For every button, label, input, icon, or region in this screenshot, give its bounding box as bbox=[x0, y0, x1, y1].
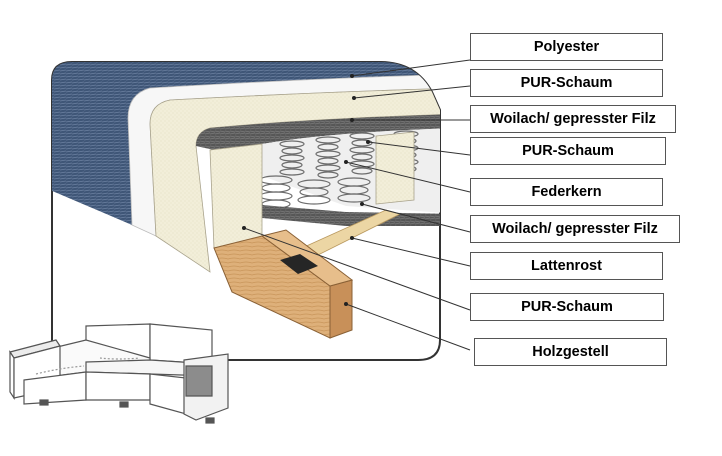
side-foam-block bbox=[375, 131, 415, 205]
lower-felt-layer bbox=[262, 205, 440, 226]
label-woilach-filz-top: Woilach/ gepresster Filz bbox=[470, 105, 676, 133]
leader-line-pur-schaum-side bbox=[367, 141, 471, 156]
label-pur-schaum-bottom: PUR-Schaum bbox=[470, 293, 664, 321]
label-pur-schaum-top: PUR-Schaum bbox=[470, 69, 663, 97]
leader-line-pur-schaum-bottom bbox=[243, 227, 471, 311]
mattress-cutaway bbox=[52, 62, 440, 339]
label-pur-schaum-side: PUR-Schaum bbox=[470, 137, 666, 165]
wooden-frame-end bbox=[329, 279, 353, 339]
leader-line-federkern bbox=[345, 161, 471, 193]
frame-bracket bbox=[280, 254, 318, 274]
label-woilach-filz-bottom: Woilach/ gepresster Filz bbox=[470, 215, 680, 243]
label-holzgestell: Holzgestell bbox=[474, 338, 667, 366]
upper-felt-layer bbox=[196, 114, 440, 150]
front-foam-wall bbox=[209, 143, 263, 249]
leader-line-lattenrost bbox=[351, 237, 471, 267]
leader-line-polyester bbox=[351, 59, 471, 77]
leader-line-pur-schaum-top bbox=[353, 85, 471, 99]
corner-sofa-icon bbox=[9, 323, 229, 424]
label-polyester: Polyester bbox=[470, 33, 663, 61]
leader-line-felt-bottom bbox=[361, 203, 471, 233]
leader-lines bbox=[243, 59, 471, 351]
label-federkern: Federkern bbox=[470, 178, 663, 206]
leader-dots bbox=[242, 74, 370, 306]
label-lattenrost: Lattenrost bbox=[470, 252, 663, 280]
leader-line-holzgestell bbox=[345, 303, 471, 351]
fabric-cover bbox=[52, 62, 440, 225]
